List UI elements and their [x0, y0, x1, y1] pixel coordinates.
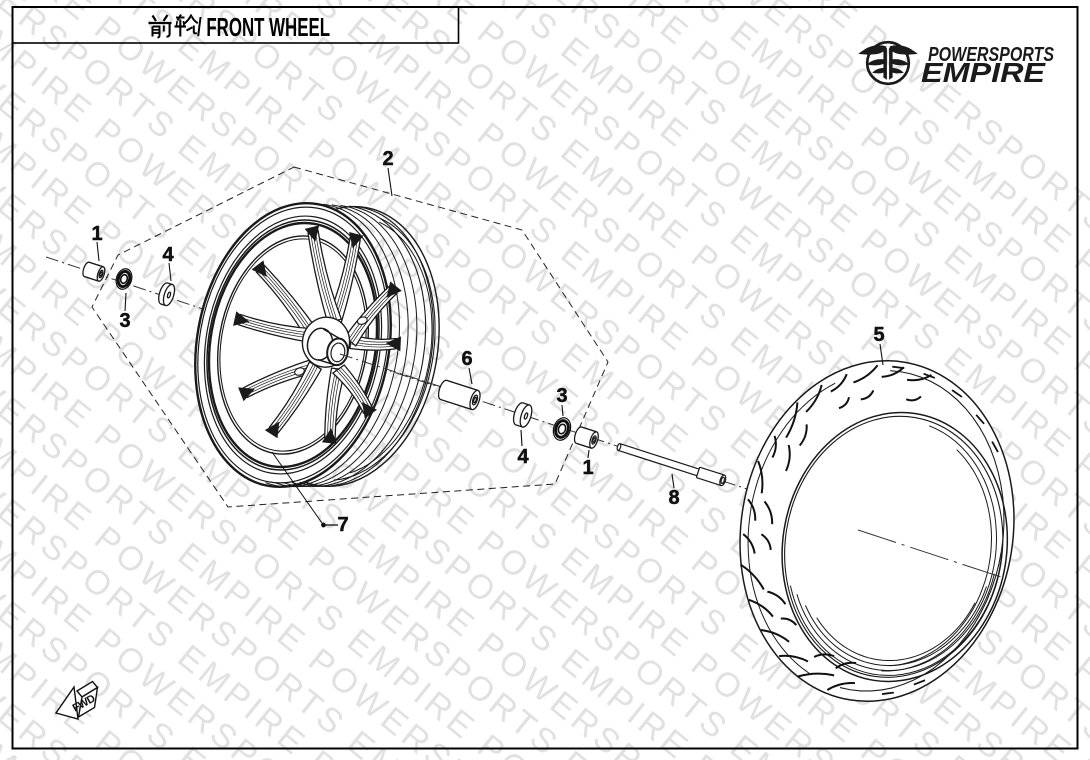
svg-text:1: 1 [582, 457, 593, 479]
svg-text:7: 7 [337, 514, 348, 536]
svg-text:1: 1 [91, 223, 102, 245]
svg-text:POWERSPORTS: POWERSPORTS [928, 44, 1055, 66]
svg-text:5: 5 [873, 324, 884, 346]
svg-text:4: 4 [517, 446, 529, 468]
svg-text:4: 4 [162, 244, 174, 266]
svg-text:3: 3 [556, 385, 567, 407]
svg-text:3: 3 [119, 310, 130, 332]
svg-text:6: 6 [461, 348, 472, 370]
svg-text:2: 2 [382, 148, 393, 170]
svg-text:EMPIRE: EMPIRE [921, 57, 1047, 88]
svg-text:/ FRONT WHEEL: / FRONT WHEEL [197, 12, 330, 42]
svg-text:8: 8 [668, 487, 679, 509]
